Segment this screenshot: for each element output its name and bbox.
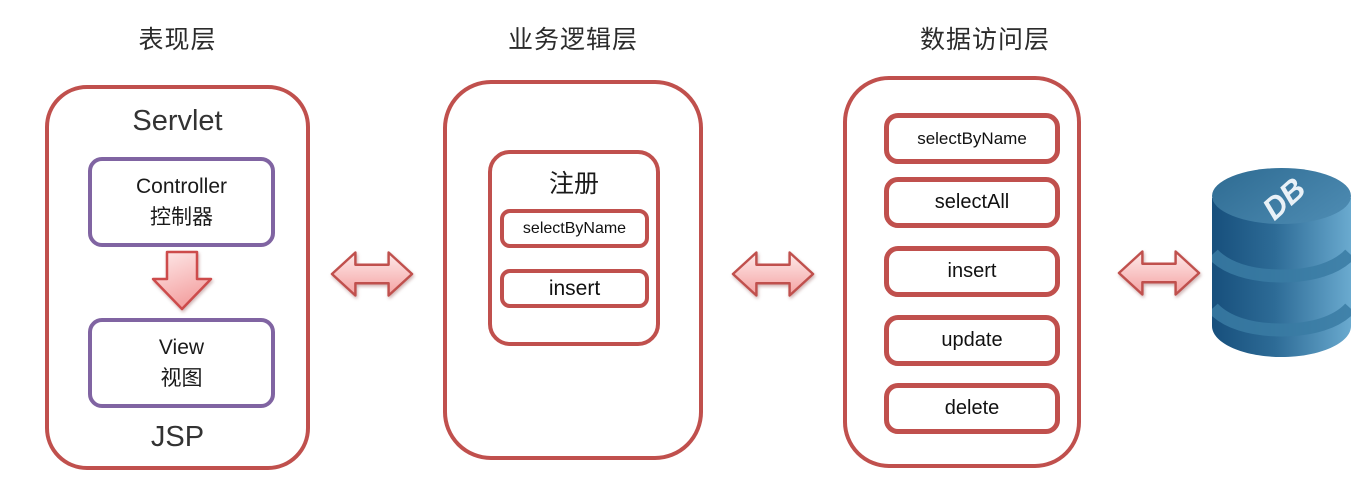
dao-method-insert: insert (884, 246, 1060, 297)
left-right-arrow-icon (731, 251, 815, 297)
data-access-layer-title: 数据访问层 (919, 26, 1050, 54)
register-group-label: 注册 (548, 170, 599, 198)
dao-method-update: update (884, 315, 1060, 366)
down-arrow-icon (151, 250, 213, 311)
controller-box: Controller 控制器 (88, 157, 275, 247)
business-method-selectByName: selectByName (500, 209, 649, 248)
database-icon: DB (1212, 168, 1351, 357)
view-box: View 视图 (88, 318, 275, 408)
dao-method-selectAll: selectAll (884, 177, 1060, 228)
register-group-frame: 注册 (488, 150, 660, 346)
jsp-label: JSP (150, 421, 205, 453)
controller-label-zh: 控制器 (150, 206, 213, 229)
left-right-arrow-icon (1117, 250, 1201, 296)
dao-method-selectByName: selectByName (884, 113, 1060, 164)
servlet-label: Servlet (132, 105, 223, 137)
left-right-arrow-icon (330, 251, 414, 297)
view-label-en: View (158, 335, 205, 359)
controller-label-en: Controller (135, 174, 228, 198)
business-method-insert: insert (500, 269, 649, 308)
business-layer-title: 业务逻辑层 (507, 26, 638, 54)
dao-method-delete: delete (884, 383, 1060, 434)
view-label-zh: 视图 (160, 367, 203, 390)
presentation-layer-title: 表现层 (138, 26, 217, 54)
